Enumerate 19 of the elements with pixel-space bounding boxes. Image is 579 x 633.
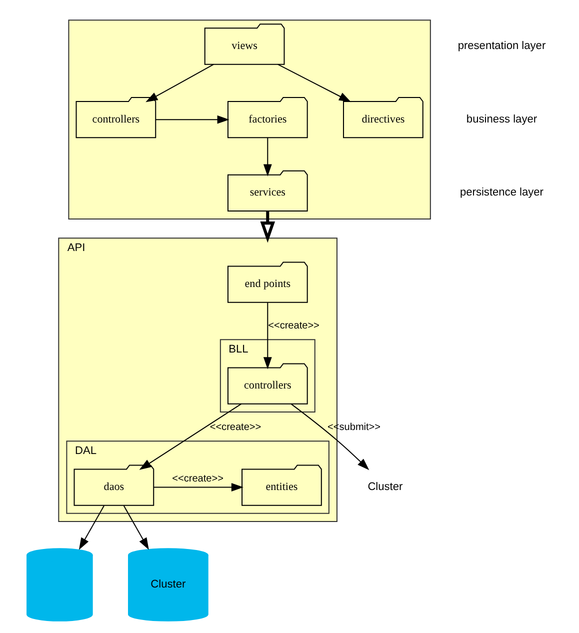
arrow xyxy=(262,302,272,370)
cluster xyxy=(68,20,430,220)
arrow xyxy=(262,138,272,176)
node-text: Cluster xyxy=(367,481,402,494)
arrow xyxy=(277,64,351,102)
edge-label: <<create>> xyxy=(172,473,223,484)
arrow xyxy=(155,115,229,124)
label: presentation layer xyxy=(457,40,546,52)
edge-label: <<create>> xyxy=(268,320,319,332)
arrow xyxy=(260,211,275,243)
arrow xyxy=(138,404,241,470)
arrow xyxy=(78,506,104,550)
label: persistence layer xyxy=(459,186,543,199)
edge-label: <<create>> xyxy=(209,422,261,434)
arrow xyxy=(145,64,214,102)
arrow xyxy=(122,506,148,550)
arrow xyxy=(290,404,369,470)
label: business layer xyxy=(466,113,537,126)
arrow xyxy=(153,483,243,492)
